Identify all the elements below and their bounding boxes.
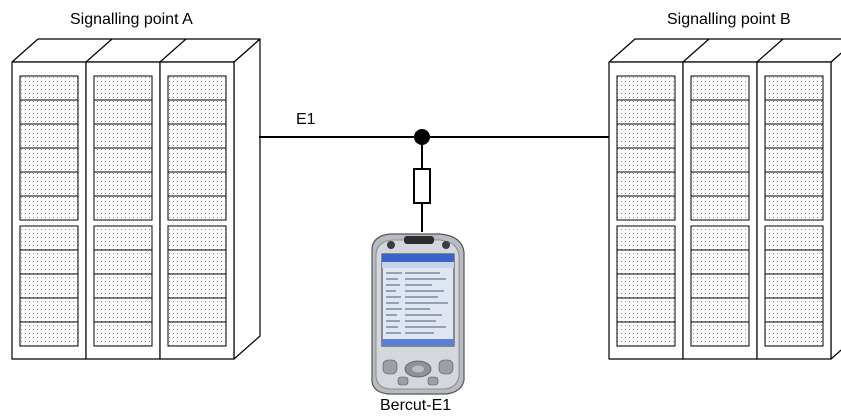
resistor-icon [413,168,431,204]
signalling-point-b-label: Signalling point B [667,11,791,28]
server-rack-icon [608,38,841,360]
signalling-point-a-label: Signalling point A [70,11,193,28]
server-rack-icon [11,38,261,360]
pda-icon [371,233,465,395]
bercut-e1-label: Bercut-E1 [380,397,452,414]
e1-link-label: E1 [296,111,316,128]
